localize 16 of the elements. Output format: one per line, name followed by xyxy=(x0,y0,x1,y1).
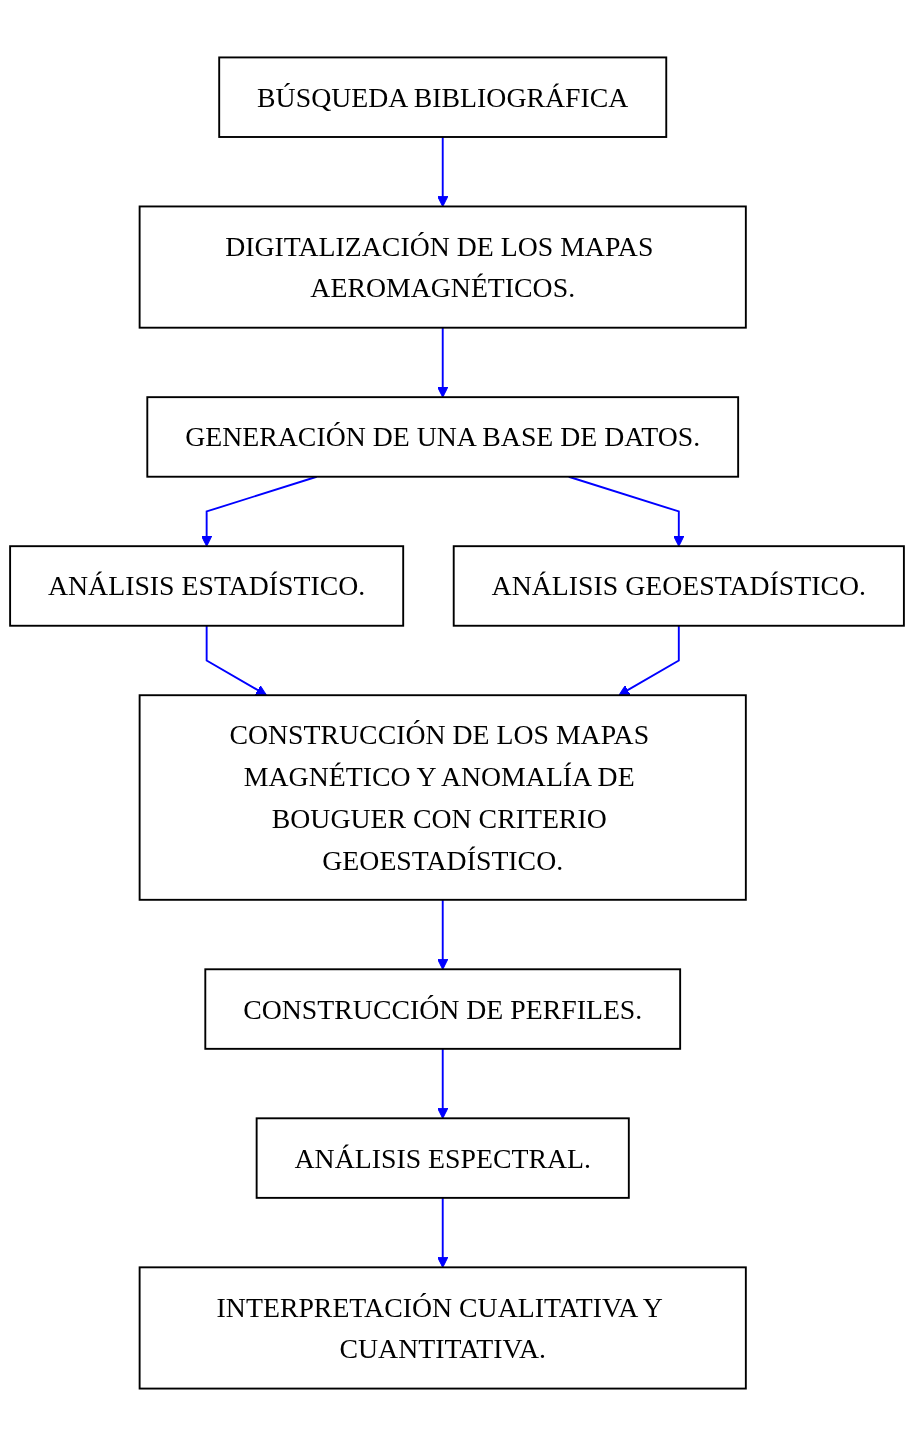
node-box: ANÁLISIS ESTADÍSTICO. xyxy=(9,545,405,627)
arrow xyxy=(437,898,449,970)
arrow xyxy=(437,326,449,398)
arrow xyxy=(437,136,449,207)
node-box: ANÁLISIS ESPECTRAL. xyxy=(255,1117,630,1199)
node-box: GENERACIÓN DE UNA BASE DE DATOS. xyxy=(146,396,740,478)
node-box: BÚSQUEDA BIBLIOGRÁFICA xyxy=(218,56,668,138)
arrow xyxy=(618,624,680,696)
node-box: CONSTRUCCIÓN DE PERFILES. xyxy=(204,968,682,1050)
node-box: CONSTRUCCIÓN DE LOS MAPAS MAGNÉTICO Y ANOMALÍA DE BOUGUER CON CRITERIO GEOESTADÍSTICO. xyxy=(138,694,747,901)
node-box: DIGITALIZACIÓN DE LOS MAPAS AEROMAGNÉTICOS. xyxy=(138,205,747,329)
arrow xyxy=(437,1196,449,1268)
node-box: ANÁLISIS GEOESTADÍSTICO. xyxy=(452,545,905,627)
node-box: INTERPRETACIÓN CUALITATIVA Y CUANTITATIVA. xyxy=(138,1266,747,1390)
arrow xyxy=(205,624,267,696)
arrow xyxy=(437,1047,449,1119)
